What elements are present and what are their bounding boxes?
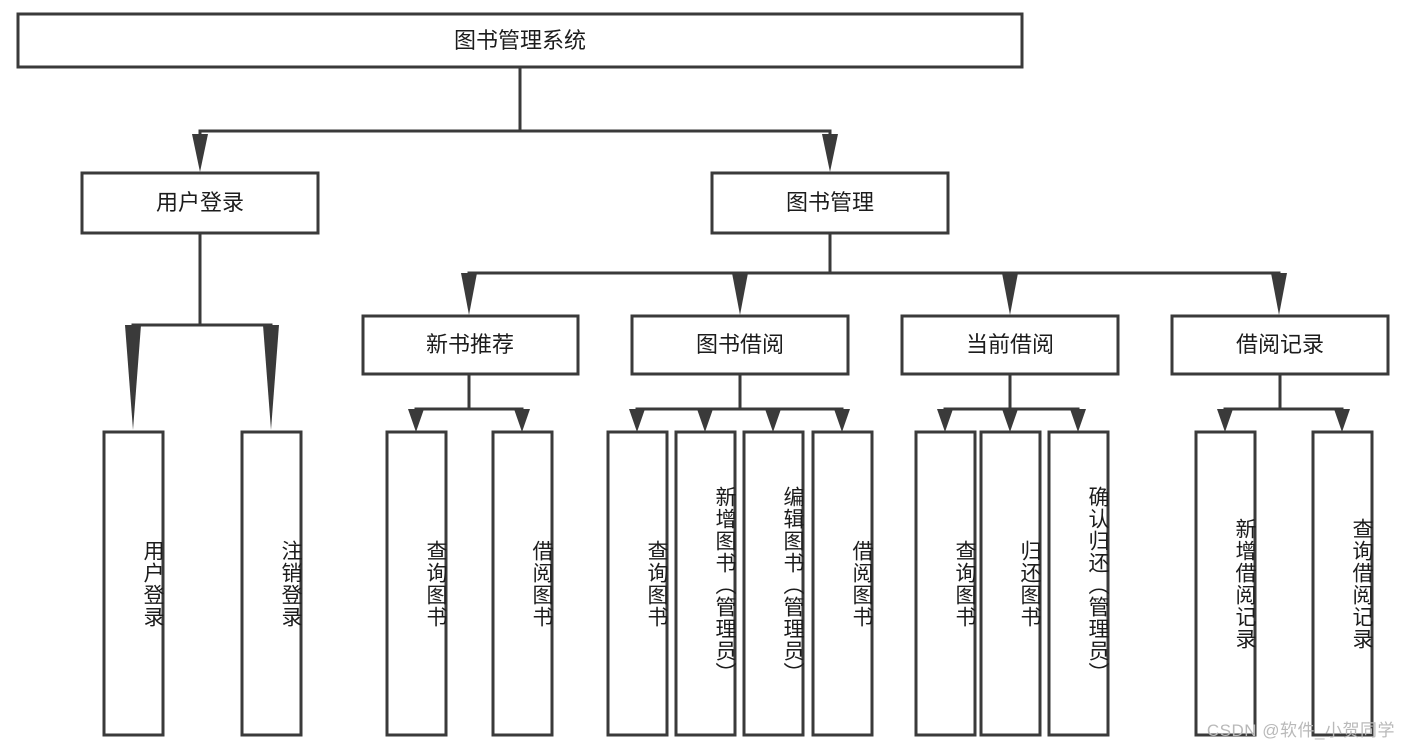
node-label-user-login: 用户登录: [156, 190, 244, 215]
leaf-box-user-login-1[interactable]: [240, 430, 303, 737]
connector-group-user-login: [125, 231, 279, 430]
arrow-head-book-borrow: [732, 273, 748, 315]
node-box-user-login[interactable]: [80, 171, 320, 235]
node-label-root: 图书管理系统: [454, 28, 586, 53]
arrow-head-book-manage: [822, 134, 838, 172]
arrow-head-newbook-leaf-1: [408, 409, 424, 432]
node-label-current-borrow: 当前借阅: [966, 332, 1054, 357]
arrow-head-currentborrow-leaf-3: [1070, 409, 1086, 432]
connector-group-borrow-record: [1217, 372, 1350, 432]
node-box-book-borrow[interactable]: [630, 314, 850, 376]
node-label-book-borrow: 图书借阅: [696, 332, 784, 357]
arrow-head-currentborrow-leaf-2: [1002, 409, 1018, 432]
leaf-box-user-login-0[interactable]: [102, 430, 165, 737]
leaf-box-book-borrow-1[interactable]: [674, 430, 737, 737]
arrow-head-borrowrecord-leaf-1: [1217, 409, 1233, 432]
connector-group-root: [192, 65, 838, 172]
node-label-borrow-record: 借阅记录: [1236, 332, 1324, 357]
node-label-book-manage: 图书管理: [786, 190, 874, 215]
arrow-head-bookborrow-leaf-2: [697, 409, 713, 432]
leaf-box-current-borrow-1[interactable]: [979, 430, 1042, 737]
arrow-head-current-borrow: [1002, 273, 1018, 315]
arrow-head-bookborrow-leaf-3: [765, 409, 781, 432]
connector-group-book-borrow: [629, 372, 850, 432]
node-box-new-book-rec[interactable]: [361, 314, 580, 376]
leaf-box-new-book-rec-0[interactable]: [385, 430, 448, 737]
node-box-book-manage[interactable]: [710, 171, 950, 235]
node-label-new-book-rec: 新书推荐: [426, 332, 514, 357]
arrow-head-bookborrow-leaf-1: [629, 409, 645, 432]
leaf-box-new-book-rec-1[interactable]: [491, 430, 554, 737]
node-box-root[interactable]: [16, 12, 1024, 69]
connector-group-book-manage: [461, 231, 1287, 315]
leaf-box-current-borrow-0[interactable]: [914, 430, 977, 737]
leaf-box-borrow-record-1[interactable]: [1311, 430, 1374, 737]
arrow-head-newbook-leaf-2: [514, 409, 530, 432]
arrow-head-user-login: [192, 134, 208, 172]
node-box-current-borrow[interactable]: [900, 314, 1120, 376]
arrow-head-borrow-record: [1271, 273, 1287, 315]
arrow-head-borrowrecord-leaf-2: [1334, 409, 1350, 432]
arrow-head-new-book-rec: [461, 273, 477, 315]
leaf-box-book-borrow-2[interactable]: [742, 430, 805, 737]
connector-group-new-book-rec: [408, 372, 530, 432]
leaf-box-current-borrow-2[interactable]: [1047, 430, 1110, 737]
watermark-text: CSDN @软件_小贺同学: [1206, 721, 1395, 740]
connector-group-current-borrow: [937, 372, 1086, 432]
node-box-borrow-record[interactable]: [1170, 314, 1390, 376]
arrow-head-bookborrow-leaf-4: [834, 409, 850, 432]
leaf-box-book-borrow-0[interactable]: [606, 430, 669, 737]
arrow-head-currentborrow-leaf-1: [937, 409, 953, 432]
leaf-box-book-borrow-3[interactable]: [811, 430, 874, 737]
leaf-box-borrow-record-0[interactable]: [1194, 430, 1257, 737]
